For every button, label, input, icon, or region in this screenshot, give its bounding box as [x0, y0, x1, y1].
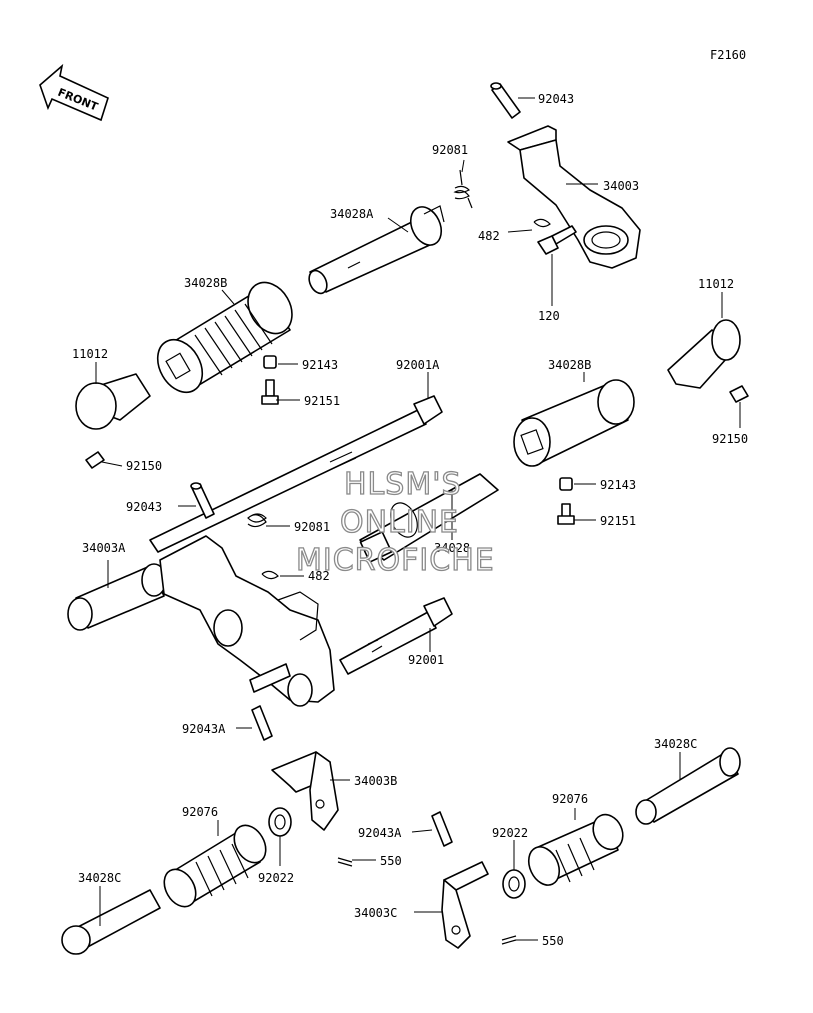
callout-92150-left: 92150: [126, 459, 162, 473]
clip-482-top: [533, 218, 551, 228]
callout-92151-right: 92151: [600, 514, 636, 528]
bolt-120: [537, 225, 577, 255]
callout-92150-right: 92150: [712, 432, 748, 446]
figure-code: F2160: [710, 48, 746, 62]
callout-34003: 34003: [603, 179, 639, 193]
callout-34003A: 34003A: [82, 541, 126, 555]
callout-34028B-left: 34028B: [184, 276, 227, 290]
collar-92143-left: [263, 355, 277, 369]
callout-92043A-right: 92043A: [358, 826, 402, 840]
footpeg-rubber-92076-right: [527, 813, 624, 886]
footpeg-bracket-34028A: [308, 205, 445, 295]
footpeg-holder-34003A: [67, 535, 335, 707]
callout-34028C-left: 34028C: [78, 871, 121, 885]
bracket-34003B: [271, 751, 339, 831]
brake-pedal-34003: [507, 125, 641, 269]
callout-482-top: 482: [478, 229, 500, 243]
callout-92043A-left: 92043A: [182, 722, 226, 736]
leader-lines: [95, 97, 741, 941]
footpeg-rubber-92076-left: [163, 824, 267, 908]
footpeg-34028C-left: [61, 889, 161, 955]
callout-92001: 92001: [408, 653, 444, 667]
bolt-92151-left: [261, 379, 279, 405]
pin-92043A-left: [251, 705, 273, 741]
collar-92143-right: [559, 477, 573, 491]
callout-11012-right: 11012: [698, 277, 734, 291]
callout-34028C-right: 34028C: [654, 737, 697, 751]
watermark-line-3: MICROFICHE: [296, 543, 495, 578]
watermark-line-1: HLSM'S: [344, 467, 462, 502]
pin-92043A-right: [431, 811, 453, 847]
callout-34003C: 34003C: [354, 906, 397, 920]
callout-34028: 34028: [434, 541, 470, 555]
screw-92150-right: [729, 385, 749, 403]
front-arrow-icon: FRONT: [39, 63, 109, 122]
callout-482-mid: 482: [308, 569, 330, 583]
pin-92043-mid: [190, 482, 215, 519]
callout-92151-left: 92151: [304, 394, 340, 408]
watermark: HLSM'S ONLINE MICROFICHE: [295, 466, 495, 578]
callout-34028A: 34028A: [330, 207, 374, 221]
callout-92143-right: 92143: [600, 478, 636, 492]
callout-550-right: 550: [542, 934, 564, 948]
clip-482-mid: [261, 570, 279, 580]
cotter-pin-550-right: [501, 935, 517, 945]
callout-92022-right: 92022: [492, 826, 528, 840]
footpeg-cap-11012-right: [667, 319, 741, 389]
footpeg-rubber-34028B-right: [513, 379, 635, 467]
callout-92076-right: 92076: [552, 792, 588, 806]
footpeg-bracket-34028: [359, 473, 499, 563]
callout-92001A: 92001A: [396, 358, 440, 372]
callout-92076-left: 92076: [182, 805, 218, 819]
callout-92081-top: 92081: [432, 143, 468, 157]
callout-34003B: 34003B: [354, 774, 397, 788]
callout-labels: 92043 92081 34003 34028A 482 120 34028B …: [72, 92, 748, 948]
bolt-92001: [339, 597, 453, 675]
callout-92143-left: 92143: [302, 358, 338, 372]
washer-92022-left: [268, 807, 292, 837]
callout-92022-left: 92022: [258, 871, 294, 885]
spring-92081-top: [453, 169, 473, 209]
callout-92043-top: 92043: [538, 92, 574, 106]
screw-92150-left: [85, 451, 105, 469]
bracket-34003C: [441, 861, 489, 949]
callout-120: 120: [538, 309, 560, 323]
bolt-92151-right: [557, 503, 575, 525]
cotter-pin-550-left: [337, 857, 353, 867]
callout-11012-left: 11012: [72, 347, 108, 361]
callout-550-left: 550: [380, 854, 402, 868]
footpeg-cap-11012-left: [75, 373, 151, 430]
callout-92043-mid: 92043: [126, 500, 162, 514]
callout-92081-mid: 92081: [294, 520, 330, 534]
callout-34028B-right: 34028B: [548, 358, 591, 372]
watermark-line-2: ONLINE: [340, 505, 459, 540]
footpeg-rubber-34028B-left: [156, 281, 293, 394]
footpeg-34028C-right: [635, 747, 741, 825]
spring-92081-mid: [247, 513, 267, 528]
washer-92022-right: [502, 869, 526, 899]
bolt-92001A: [149, 395, 443, 553]
pin-92043-top: [490, 82, 521, 119]
